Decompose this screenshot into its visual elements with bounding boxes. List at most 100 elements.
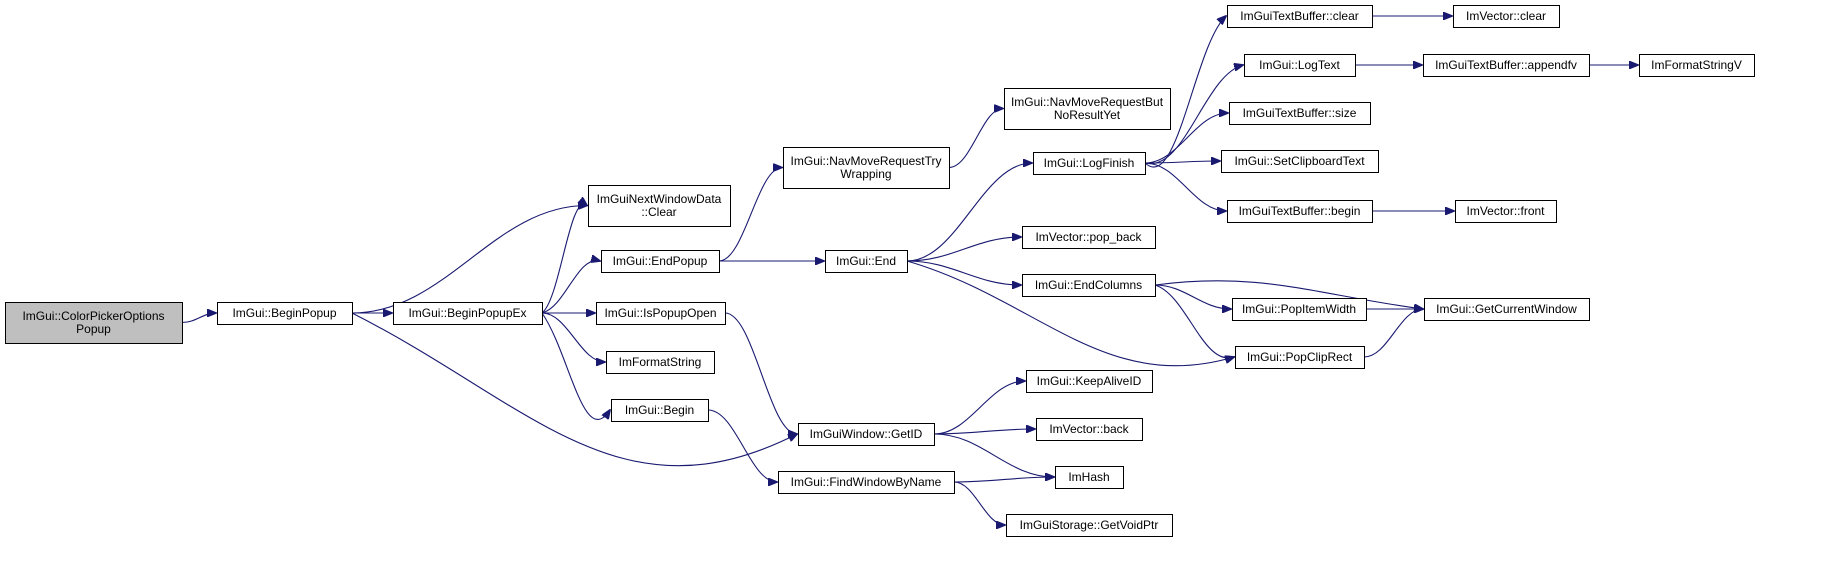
- node-box: [1453, 5, 1560, 28]
- node-label: ImGui::Begin: [625, 403, 694, 417]
- node-label: ImGuiStorage::GetVoidPtr: [1020, 518, 1159, 532]
- function-node[interactable]: ImGuiStorage::GetVoidPtr: [1006, 514, 1173, 537]
- node-box: [611, 399, 709, 422]
- function-node[interactable]: ImVector::pop_back: [1022, 226, 1156, 249]
- function-node[interactable]: ImGui::IsPopupOpen: [596, 302, 726, 325]
- call-edge-n4-n8: [718, 168, 782, 262]
- function-node[interactable]: ImVector::back: [1036, 418, 1143, 441]
- node-box: [596, 302, 726, 325]
- call-edge-n9-n15: [906, 260, 1021, 285]
- node-box: [1227, 5, 1373, 28]
- node-label: ImGui::EndPopup: [613, 254, 708, 268]
- node-label: ImVector::pop_back: [1035, 230, 1142, 244]
- node-box: [1639, 54, 1755, 77]
- node-box: [1036, 418, 1143, 441]
- node-label: ImGui::PopClipRect: [1247, 350, 1353, 364]
- node-label: ImVector::front: [1466, 204, 1545, 218]
- node-box: [217, 302, 353, 325]
- function-node[interactable]: ImGui::LogFinish: [1033, 152, 1146, 175]
- call-edge-n10-n17: [933, 429, 1035, 435]
- function-node[interactable]: ImGui::SetClipboardText: [1221, 150, 1379, 173]
- function-node[interactable]: ImGui::EndColumns: [1022, 274, 1156, 297]
- node-label: ImVector::back: [1049, 422, 1129, 436]
- call-edge-n11-n19: [953, 481, 1005, 525]
- function-node[interactable]: ImGui::EndPopup: [601, 250, 720, 273]
- node-label: ImGui::ColorPickerOptions: [22, 309, 164, 323]
- node-box: [1424, 298, 1590, 321]
- function-node[interactable]: ImGui::GetCurrentWindow: [1424, 298, 1590, 321]
- function-node[interactable]: ImGuiTextBuffer::clear: [1227, 5, 1373, 28]
- node-label: ImGui::BeginPopupEx: [408, 306, 526, 320]
- call-edge-n11-n18: [953, 477, 1054, 483]
- node-label: ImGui::EndColumns: [1035, 278, 1142, 292]
- function-node[interactable]: ImGui::End: [825, 250, 908, 273]
- node-box: [1055, 466, 1124, 489]
- node-label: ImFormatString: [619, 355, 702, 369]
- node-label: ImGui::IsPopupOpen: [604, 306, 716, 320]
- node-box: [1244, 54, 1356, 77]
- node-box: [1004, 88, 1171, 130]
- node-label: ImGuiTextBuffer::size: [1243, 106, 1357, 120]
- function-node[interactable]: ImGuiTextBuffer::begin: [1227, 200, 1373, 223]
- node-box: [1235, 346, 1365, 369]
- node-box: [1229, 102, 1371, 125]
- function-node[interactable]: ImGuiTextBuffer::size: [1229, 102, 1371, 125]
- call-edge-n2-n4: [541, 261, 600, 314]
- node-label: ImGuiTextBuffer::clear: [1240, 9, 1359, 23]
- function-node[interactable]: ImGui::PopItemWidth: [1232, 298, 1367, 321]
- call-edge-n26-n30: [1363, 309, 1423, 358]
- node-label: ImGui::NavMoveRequestBut: [1011, 95, 1164, 109]
- function-node[interactable]: ImGuiNextWindowData::Clear: [588, 185, 731, 227]
- node-label: ImGuiTextBuffer::begin: [1239, 204, 1361, 218]
- node-box: [1022, 226, 1156, 249]
- edge-layer: [181, 16, 1638, 525]
- node-box: [1423, 54, 1590, 77]
- node-label: ImVector::clear: [1466, 9, 1546, 23]
- node-label: NoResultYet: [1054, 108, 1121, 122]
- call-edge-n10-n18: [933, 433, 1054, 477]
- node-box: [1232, 298, 1367, 321]
- call-edge-n13-n21: [1144, 65, 1243, 165]
- function-node[interactable]: ImGui::KeepAliveID: [1026, 370, 1153, 393]
- function-node[interactable]: ImGui::Begin: [611, 399, 709, 422]
- function-node[interactable]: ImGui::FindWindowByName: [778, 471, 955, 494]
- function-node[interactable]: ImGui::PopClipRect: [1235, 346, 1365, 369]
- call-edge-n8-n12: [948, 109, 1003, 169]
- function-node[interactable]: ImGui::BeginPopup: [217, 302, 353, 325]
- call-edge-n15-n25: [1154, 284, 1231, 309]
- function-node[interactable]: ImGui::BeginPopupEx: [393, 302, 543, 325]
- function-node[interactable]: ImGuiTextBuffer::appendfv: [1423, 54, 1590, 77]
- call-edge-n9-n14: [906, 237, 1021, 262]
- node-box: [5, 302, 183, 344]
- node-box: [825, 250, 908, 273]
- node-label: ImGuiWindow::GetID: [810, 427, 923, 441]
- node-label: ImGui::FindWindowByName: [791, 475, 942, 489]
- function-node[interactable]: ImGui::LogText: [1244, 54, 1356, 77]
- function-node[interactable]: ImGuiWindow::GetID: [798, 423, 935, 446]
- call-edge-n1-n10: [351, 312, 797, 467]
- node-box: [1022, 274, 1156, 297]
- node-label: ImGui::End: [836, 254, 896, 268]
- call-edge-n13-n22: [1144, 113, 1228, 164]
- node-label: ImGui::PopItemWidth: [1242, 302, 1356, 316]
- node-box: [393, 302, 543, 325]
- function-node[interactable]: ImVector::clear: [1453, 5, 1560, 28]
- node-label: ImGui::BeginPopup: [232, 306, 336, 320]
- node-layer: ImGui::ColorPickerOptionsPopupImGui::Beg…: [5, 5, 1755, 537]
- call-edge-n7-n11: [707, 409, 777, 482]
- function-node[interactable]: ImFormatString: [606, 351, 715, 374]
- node-label: ImGui::LogFinish: [1044, 156, 1135, 170]
- call-edge-n13-n23: [1144, 161, 1220, 163]
- function-node[interactable]: ImFormatStringV: [1639, 54, 1755, 77]
- node-box: [606, 351, 715, 374]
- node-label: Wrapping: [840, 167, 891, 181]
- node-box: [588, 185, 731, 227]
- function-node[interactable]: ImHash: [1055, 466, 1124, 489]
- node-box: [1033, 152, 1146, 175]
- call-edge-n13-n20: [1144, 16, 1226, 168]
- node-box: [798, 423, 935, 446]
- node-label: ImGuiNextWindowData: [597, 192, 722, 206]
- function-node[interactable]: ImVector::front: [1455, 200, 1557, 223]
